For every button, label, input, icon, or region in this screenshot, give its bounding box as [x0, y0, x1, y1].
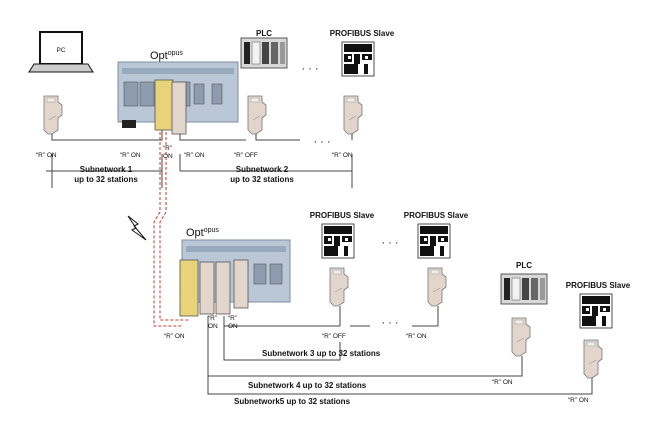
r-off-plc-top: “R” OFF [234, 152, 258, 159]
r-quote-bottom-1: “R” [208, 315, 217, 322]
optopus-bottom-label: Optopus [186, 227, 219, 239]
plc-bottom-label: PLC [516, 261, 532, 270]
profibus-slave-a-icon [321, 223, 355, 259]
ellipsis-bottom-bus: · · · [381, 317, 398, 329]
r-on-slave-b: “R” ON [406, 333, 427, 340]
subnetwork4-label: Subnetwork 4 up to 32 stations [248, 381, 367, 390]
r-on-slave-top: “R” ON [332, 152, 353, 159]
optopus-device-top [117, 61, 239, 135]
subnetwork3-label: Subnetwork 3 up to 32 stations [262, 349, 381, 358]
plc-top-label: PLC [256, 29, 272, 38]
r-off-slave-a: “R” OFF [322, 333, 346, 340]
r-on-sub2-start: “R” ON [184, 152, 205, 159]
connector-plc-top [247, 95, 267, 135]
ellipsis-middle: · · · [381, 237, 398, 249]
ellipsis-top: · · · [301, 63, 318, 75]
r-on-slave-right: “R” ON [568, 397, 589, 404]
connector-slave-b [427, 267, 447, 307]
ellipsis-top-bus: · · · [313, 136, 330, 148]
plc-top-icon [240, 37, 288, 69]
connector-slave-right [583, 339, 603, 379]
profibus-slave-right-icon [579, 293, 613, 329]
optopus-top-label: Optopus [150, 50, 183, 62]
r-on-plc-bottom: “R” ON [492, 379, 513, 386]
subnetwork1-capacity: up to 32 stations [74, 175, 138, 184]
subnetwork2-capacity: up to 32 stations [230, 175, 294, 184]
connector-slave-top [343, 95, 363, 135]
on-bottom-1: ON [208, 323, 218, 330]
connector-slave-a [329, 267, 349, 307]
wireless-lightning-icon [127, 215, 147, 241]
r-quote-bottom-2: “R” [228, 315, 237, 322]
r-on-sub1: “R” ON [120, 152, 141, 159]
r-on-pc: “R” ON [36, 152, 57, 159]
connector-plc-bottom [511, 317, 531, 357]
pc-label: PC [56, 47, 65, 54]
on-top: ON [163, 153, 173, 160]
subnetwork2-label: Subnetwork 2 [236, 165, 289, 174]
connector-pc [43, 95, 63, 135]
r-on-fiber: “R” ON [164, 333, 185, 340]
subnetwork1-label: Subnetwork 1 [80, 165, 133, 174]
profibus-slave-top-icon [341, 41, 375, 77]
profibus-slave-a-label: PROFIBUS Slave [310, 211, 375, 220]
bus-lines-top [46, 130, 353, 188]
bus-lines-bottom [207, 306, 593, 395]
profibus-slave-b-icon [417, 223, 451, 259]
r-quote-top: “R” [163, 145, 172, 152]
on-bottom-2: ON [228, 323, 238, 330]
subnetwork5-label: Subnetwork5 up to 32 stations [234, 397, 351, 406]
optopus-device-bottom [179, 239, 291, 317]
fiber-optic-link [153, 132, 190, 327]
profibus-slave-b-label: PROFIBUS Slave [404, 211, 469, 220]
plc-bottom-icon [500, 273, 548, 305]
profibus-slave-right-label: PROFIBUS Slave [566, 281, 631, 290]
profibus-slave-top-label: PROFIBUS Slave [330, 29, 395, 38]
pc-laptop-icon [28, 31, 94, 73]
